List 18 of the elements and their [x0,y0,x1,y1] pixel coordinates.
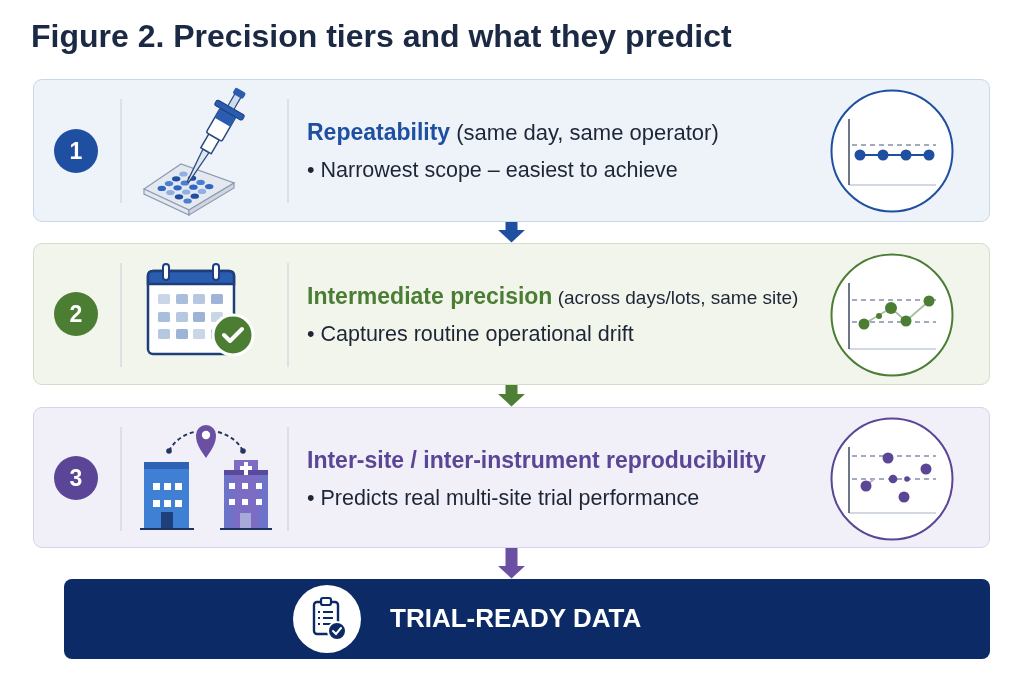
tier-heading: Repeatability (same day, same operator) [307,118,719,147]
banner-title: TRIAL-READY DATA [390,603,642,635]
tier-bullet-text: • Captures routine operational drift [307,322,634,348]
figure-title: Figure 2. Precision tiers and what they predict [31,17,732,56]
tier-bullet-text: • Narrowest scope – easiest to achieve [307,158,678,184]
step-number-badge: 2 [54,292,98,336]
tier-panel [33,79,990,222]
result-banner [64,579,990,659]
tier-panel [33,243,990,385]
flow-arrow [497,222,526,243]
step-number-badge: 3 [54,456,98,500]
flow-arrow [497,548,526,579]
step-number-badge: 1 [54,129,98,173]
tier-heading: Inter-site / inter-instrument reproducibility [307,446,766,475]
tier-panel [33,407,990,548]
tier-heading: Intermediate precision (across days/lots, same site) [307,282,799,311]
tier-bullet-text: • Predicts real multi-site trial performance [307,486,700,512]
flow-arrow [497,385,526,407]
